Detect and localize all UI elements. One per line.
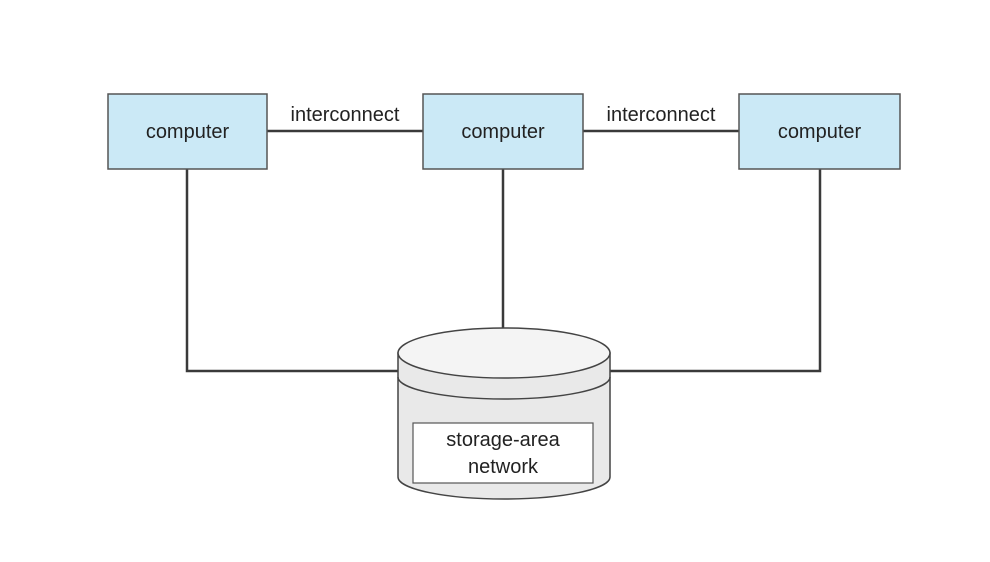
storage-cylinder-icon: storage-area network	[397, 327, 611, 500]
computer-box	[738, 93, 901, 170]
interconnect-label-right: interconnect	[607, 104, 716, 126]
computer-box	[422, 93, 584, 170]
computer-label: computer	[778, 121, 862, 143]
computer-box	[107, 93, 268, 170]
storage-label-line2: network	[468, 456, 539, 478]
link-left-computer-to-storage	[185, 169, 400, 373]
storage-cylinder-rim	[397, 376, 611, 400]
computer-label: computer	[146, 121, 230, 143]
storage-cylinder-top	[397, 327, 611, 379]
computer-node-center: computer	[422, 93, 584, 170]
storage-label-box	[412, 422, 594, 484]
storage-label-line1: storage-area	[446, 429, 560, 451]
link-right-computer-to-storage	[608, 169, 822, 373]
computer-node-right: computer	[738, 93, 901, 170]
computer-label: computer	[461, 121, 545, 143]
interconnect-label-left: interconnect	[291, 104, 400, 126]
computer-node-left: computer	[107, 93, 268, 170]
